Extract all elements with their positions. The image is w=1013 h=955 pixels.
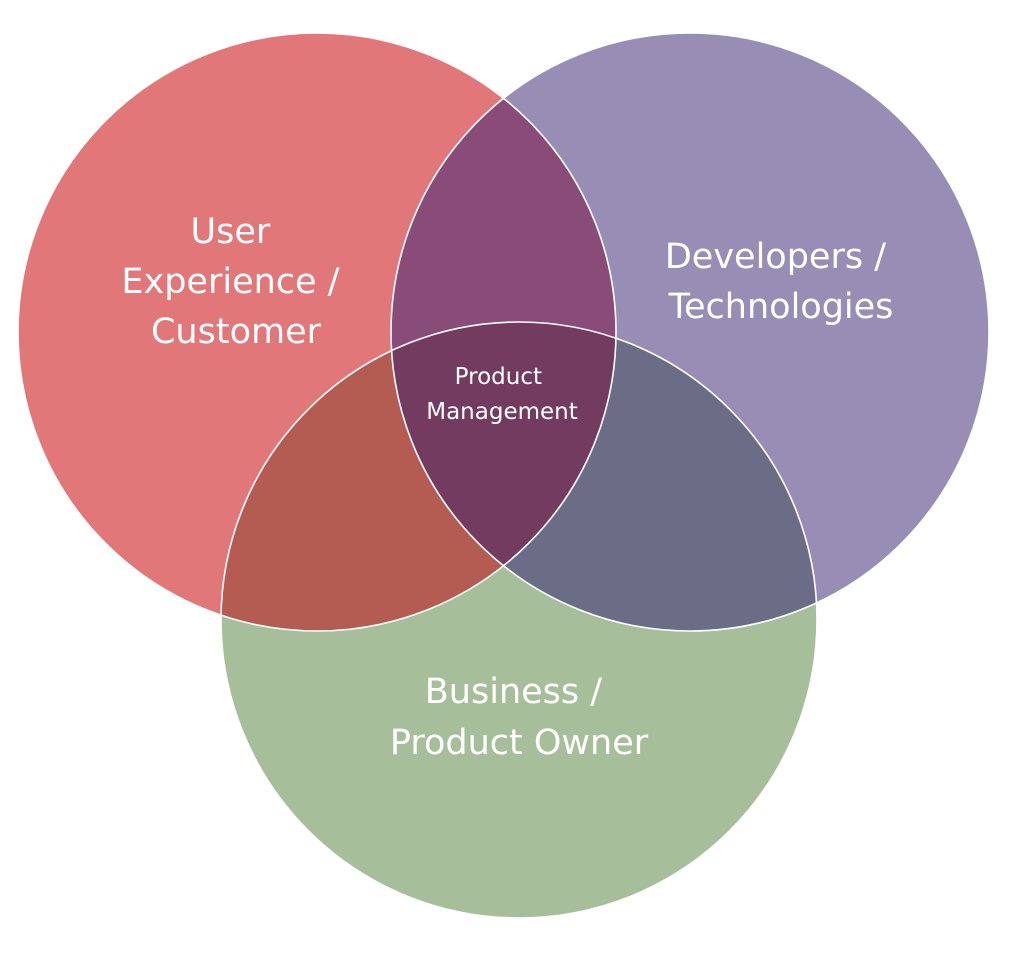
label-biz: Business / Product Owner <box>390 672 649 763</box>
label-dev-line-1: Developers / <box>665 237 886 277</box>
circle-outlines <box>17 32 990 919</box>
label-ux-line-1: User <box>191 212 271 252</box>
label-dev: Developers / Technologies <box>665 237 897 327</box>
label-ux: User Experience / Customer <box>121 212 350 352</box>
label-center-line-1: Product <box>455 364 542 390</box>
label-biz-line-1: Business / <box>425 672 602 712</box>
label-biz-line-2: Product Owner <box>390 723 649 763</box>
label-ux-line-2: Experience / <box>121 262 339 302</box>
label-dev-line-2: Technologies <box>668 287 894 327</box>
label-center: Product Management <box>426 364 578 425</box>
label-ux-line-3: Customer <box>151 312 322 352</box>
label-center-line-2: Management <box>426 399 578 425</box>
